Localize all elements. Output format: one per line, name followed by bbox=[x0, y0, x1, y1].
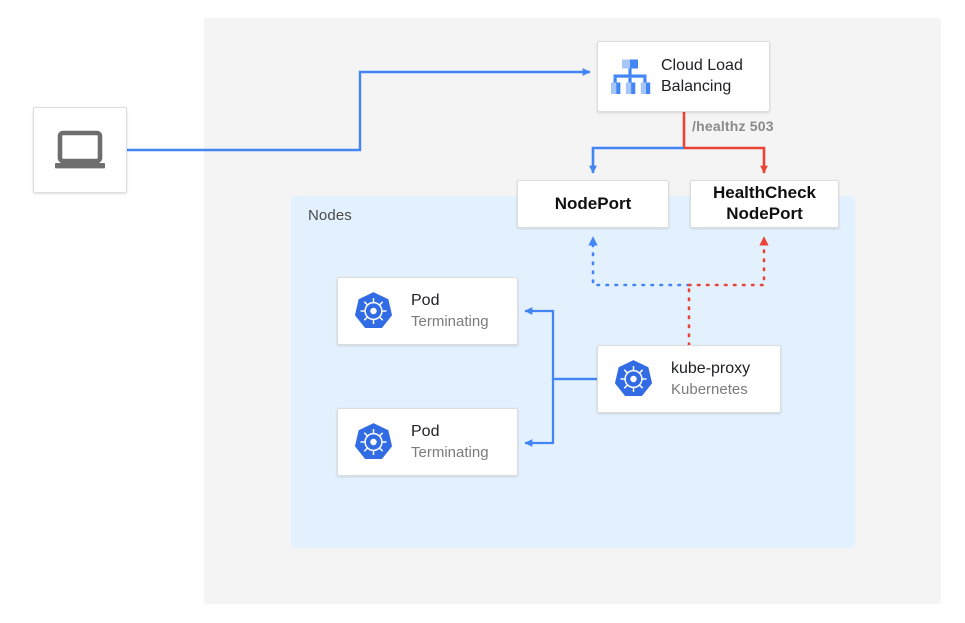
laptop-icon bbox=[55, 130, 105, 169]
cloud-load-balancing-card[interactable]: Cloud Load Balancing bbox=[597, 41, 770, 112]
edge-kubeproxy-to-healthcheck-nodeport-dotted bbox=[687, 235, 769, 287]
nodeport-card[interactable]: NodePort bbox=[517, 180, 669, 228]
kube-proxy-title: kube-proxy bbox=[671, 360, 751, 378]
pod-2-status: Terminating bbox=[411, 443, 489, 461]
kube-proxy-text: kube-proxy Kubernetes bbox=[671, 359, 750, 399]
edge-kubeproxy-to-pod-1 bbox=[524, 307, 597, 381]
healthcheck-nodeport-label-line1: HealthCheck bbox=[713, 183, 816, 203]
healthz-edge-label: /healthz 503 bbox=[692, 118, 774, 134]
kube-proxy-subtitle: Kubernetes bbox=[671, 380, 748, 398]
healthcheck-nodeport-card[interactable]: HealthCheck NodePort bbox=[690, 180, 839, 228]
kube-proxy-card[interactable]: kube-proxy Kubernetes bbox=[597, 345, 781, 413]
cloud-load-balancing-title-line1: Cloud Load bbox=[661, 57, 743, 75]
kubernetes-icon bbox=[614, 359, 653, 396]
edge-loadbalancer-to-nodeport bbox=[589, 146, 684, 174]
healthcheck-nodeport-label-line2: NodePort bbox=[726, 204, 803, 223]
pod-card-1[interactable]: Pod Terminating bbox=[337, 277, 518, 345]
kubernetes-icon bbox=[354, 291, 393, 328]
kubernetes-icon bbox=[354, 422, 393, 459]
healthcheck-nodeport-text: HealthCheck NodePort bbox=[713, 183, 816, 224]
pod-1-status: Terminating bbox=[411, 312, 489, 330]
pod-2-title: Pod bbox=[411, 423, 440, 441]
pod-1-text: Pod Terminating bbox=[411, 291, 489, 331]
cloud-load-balancing-icon bbox=[611, 59, 651, 94]
cloud-load-balancing-title-line2: Balancing bbox=[661, 77, 732, 95]
nodes-region-label: Nodes bbox=[308, 207, 352, 224]
pod-card-2[interactable]: Pod Terminating bbox=[337, 408, 518, 476]
edge-client-to-load-balancer bbox=[127, 68, 591, 152]
pod-1-title: Pod bbox=[411, 292, 440, 310]
edge-loadbalancer-to-healthcheck-nodeport bbox=[684, 146, 768, 174]
edge-kubeproxy-to-pod-2 bbox=[524, 377, 597, 447]
edge-kubeproxy-to-nodeport-dotted bbox=[588, 235, 691, 287]
pod-2-text: Pod Terminating bbox=[411, 422, 489, 462]
nodeport-label: NodePort bbox=[554, 193, 632, 213]
client-node-card[interactable] bbox=[33, 107, 127, 193]
cloud-load-balancing-text: Cloud Load Balancing bbox=[661, 56, 743, 97]
